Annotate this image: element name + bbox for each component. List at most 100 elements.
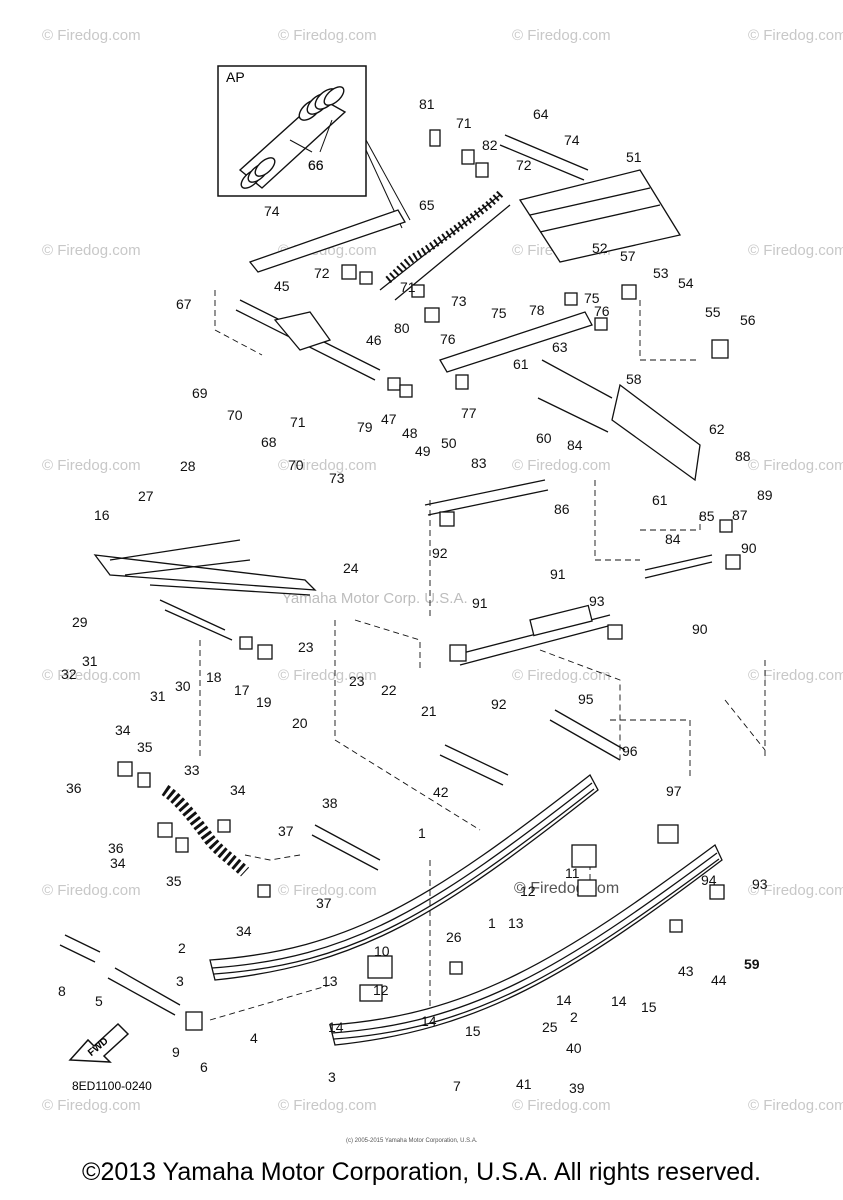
part-number-callout: 28 <box>180 458 196 474</box>
firedog-watermark: © Firedog.com <box>278 457 377 474</box>
part-number-callout: 33 <box>184 762 200 778</box>
part-number-callout: 2 <box>570 1009 578 1025</box>
watermark-layer: © Firedog.com © Firedog.com © Firedog.com ©… <box>42 27 843 1114</box>
part-number-callout: 5 <box>95 993 103 1009</box>
part-number-callout: 36 <box>108 840 124 856</box>
part-number-callout: 73 <box>451 293 467 309</box>
part-number-callout: 40 <box>566 1040 582 1056</box>
part-number-callout: 88 <box>735 448 751 464</box>
part-number-callout: 20 <box>292 715 308 731</box>
firedog-watermark: © Firedog.com <box>512 1097 611 1114</box>
part-number-callout: 7 <box>453 1078 461 1094</box>
part-number-callout: 86 <box>554 501 570 517</box>
firedog-watermark: © Firedog.com <box>42 882 141 899</box>
part-number-callout: 77 <box>461 405 477 421</box>
part-number-callout: 66 <box>308 157 324 173</box>
part-number-callout: 74 <box>264 203 280 219</box>
part-number-callout: 25 <box>542 1019 558 1035</box>
firedog-watermark: © Firedog.com <box>748 1097 843 1114</box>
part-number-callout: 49 <box>415 443 431 459</box>
firedog-watermark: © Firedog.com <box>42 457 141 474</box>
firedog-watermark: © Firedog.com <box>512 667 611 684</box>
part-number-callout: 85 <box>699 508 715 524</box>
part-number-callout: 78 <box>529 302 545 318</box>
part-number-callout: 54 <box>678 275 694 291</box>
part-number-callout: 92 <box>432 545 448 561</box>
part-number-callout: 58 <box>626 371 642 387</box>
part-number-callout: 55 <box>705 304 721 320</box>
part-number-callout: 72 <box>516 157 532 173</box>
part-number-callout: 1 <box>418 825 426 841</box>
part-number-callout: 17 <box>234 682 250 698</box>
part-number-callout: 36 <box>66 780 82 796</box>
part-number-callout: 3 <box>328 1069 336 1085</box>
firedog-watermark: © Firedog.com <box>748 667 843 684</box>
part-number-callout: 75 <box>584 290 600 306</box>
part-number-callout: 43 <box>678 963 694 979</box>
part-number-callout: 44 <box>711 972 727 988</box>
small-credit: (c) 2005-2015 Yamaha Motor Corporation, … <box>346 1138 478 1144</box>
part-number-callout: 15 <box>465 1023 481 1039</box>
part-number-callout: 11 <box>565 865 580 881</box>
part-number-callout: 3 <box>176 973 184 989</box>
part-number-callout: 67 <box>176 296 192 312</box>
part-number-callout: 79 <box>357 419 373 435</box>
part-number-callout: 71 <box>456 115 472 131</box>
firedog-watermark: © Firedog.com <box>278 1097 377 1114</box>
firedog-watermark: © Firedog.com <box>748 242 843 259</box>
part-number-callout: 30 <box>175 678 191 694</box>
firedog-watermark: © Firedog.com <box>42 27 141 44</box>
inset-part-number: 66 <box>308 157 324 173</box>
part-number-callout: 70 <box>227 407 243 423</box>
part-callouts: 1122334567891011121213131414141415151617… <box>58 96 773 1096</box>
part-number-callout: 27 <box>138 488 154 504</box>
part-number-callout: 68 <box>261 434 277 450</box>
part-number-callout: 10 <box>374 943 390 959</box>
part-number-callout: 64 <box>533 106 549 122</box>
part-number-callout: 29 <box>72 614 88 630</box>
inset-ap: AP 66 <box>217 65 367 197</box>
part-number-callout: 70 <box>288 457 304 473</box>
part-number-callout: 23 <box>349 673 365 689</box>
copyright-notice: ©2013 Yamaha Motor Corporation, U.S.A. A… <box>82 1158 761 1186</box>
part-number-callout: 14 <box>556 992 572 1008</box>
part-number-callout: 95 <box>578 691 594 707</box>
part-number-callout: 13 <box>322 973 338 989</box>
part-number-callout: 53 <box>653 265 669 281</box>
part-number-callout: 63 <box>552 339 568 355</box>
part-number-callout: 2 <box>178 940 186 956</box>
firedog-watermark: © Firedog.com <box>42 1097 141 1114</box>
part-number-callout: 15 <box>641 999 657 1015</box>
part-number-callout: 35 <box>166 873 182 889</box>
part-number-callout: 96 <box>622 743 638 759</box>
part-number-callout: 24 <box>343 560 359 576</box>
part-number-callout: 39 <box>569 1080 585 1096</box>
part-number-callout: 41 <box>516 1076 532 1092</box>
part-number-callout: 31 <box>150 688 166 704</box>
part-number-callout: 76 <box>440 331 456 347</box>
part-number-callout: 45 <box>274 278 290 294</box>
part-number-callout: 6 <box>200 1059 208 1075</box>
part-number-callout: 89 <box>757 487 773 503</box>
part-number-callout: 57 <box>620 248 636 264</box>
part-number-callout: 71 <box>290 414 306 430</box>
center-watermark: Yamaha Motor Corp. U.S.A. <box>282 590 468 607</box>
part-number-callout: 23 <box>298 639 314 655</box>
part-number-callout: 37 <box>278 823 294 839</box>
firedog-watermark: © Firedog.com <box>512 27 611 44</box>
part-number-callout: 9 <box>172 1044 180 1060</box>
inset-label: AP <box>226 69 245 85</box>
part-number-callout: 16 <box>94 507 110 523</box>
part-number-callout: 46 <box>366 332 382 348</box>
part-number-callout: 83 <box>471 455 487 471</box>
part-number-callout: 90 <box>741 540 757 556</box>
part-number-callout: 91 <box>550 566 566 582</box>
firedog-watermark: © Firedog.com <box>278 667 377 684</box>
part-number-callout: 34 <box>230 782 246 798</box>
firedog-watermark: © Firedog.com <box>748 457 843 474</box>
part-number-callout: 74 <box>564 132 580 148</box>
part-number-callout: 91 <box>472 595 488 611</box>
part-number-callout: 12 <box>520 883 536 899</box>
part-number-callout: 34 <box>115 722 131 738</box>
part-number-callout: 12 <box>373 982 389 998</box>
